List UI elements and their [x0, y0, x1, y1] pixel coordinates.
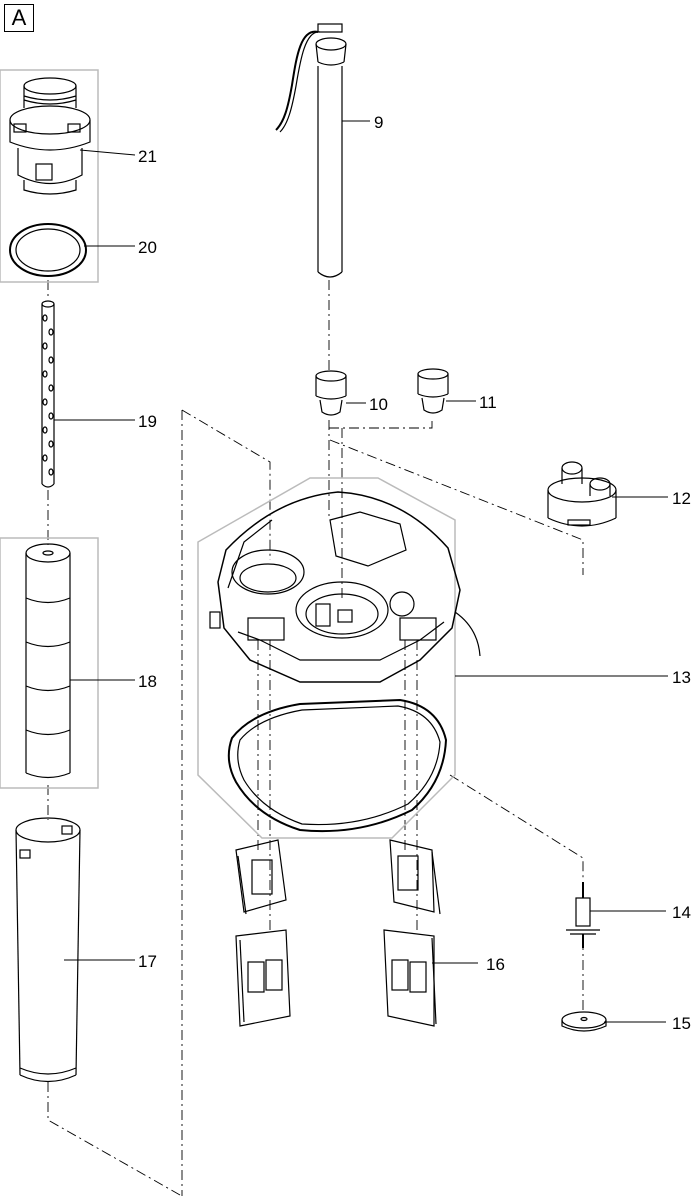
label-part-18: 18: [138, 672, 157, 691]
part-13-pump-head: [209, 491, 668, 683]
part-17-sleeve: [15, 817, 135, 1083]
tube-hole: [42, 454, 48, 462]
label-part-16: 16: [486, 955, 505, 974]
tube-hole: [48, 440, 54, 448]
tube-hole: [42, 426, 48, 434]
group-frame-20-21: [0, 69, 99, 283]
tube-hole: [48, 412, 54, 420]
label-part-20: 20: [138, 238, 157, 257]
tube-hole: [42, 398, 48, 406]
part-19-tube: [41, 300, 135, 488]
part-18-cylinder-stack: [25, 543, 135, 779]
tube-hole: [42, 314, 48, 322]
tube-hole: [42, 370, 48, 378]
label-part-13: 13: [672, 668, 691, 687]
part-15-cover: [561, 1011, 666, 1032]
panel-letter: A: [4, 4, 34, 32]
part-labels: 9 10 11 12 13 14 15 16 17 18 19 20 21: [138, 113, 691, 1033]
tube-hole: [48, 328, 54, 336]
guide-lines: [47, 280, 584, 1196]
part-16-latches: [235, 839, 478, 1027]
part-13-seal: [227, 698, 448, 833]
part-14-impeller: [566, 882, 666, 948]
part-10-valve: [315, 370, 366, 416]
tube-hole: [48, 468, 54, 476]
group-frame-13: [197, 477, 456, 839]
label-part-11: 11: [479, 393, 497, 412]
tube-hole: [42, 342, 48, 350]
tube-hole: [48, 384, 54, 392]
label-part-17: 17: [138, 952, 157, 971]
group-frames: [0, 69, 456, 839]
part-9-heater: [275, 23, 370, 278]
label-part-9: 9: [374, 113, 383, 132]
label-part-10: 10: [369, 395, 388, 414]
group-frame-18: [0, 537, 99, 789]
label-part-21: 21: [138, 147, 157, 166]
label-part-15: 15: [672, 1014, 691, 1033]
label-part-12: 12: [672, 489, 691, 508]
label-part-19: 19: [138, 412, 157, 431]
label-part-14: 14: [672, 903, 691, 922]
part-20-o-ring: [9, 223, 135, 277]
part-12-adapter: [547, 461, 668, 527]
tube-hole: [48, 356, 54, 364]
part-11-valve: [417, 368, 476, 414]
part-21-connector: [9, 77, 136, 195]
